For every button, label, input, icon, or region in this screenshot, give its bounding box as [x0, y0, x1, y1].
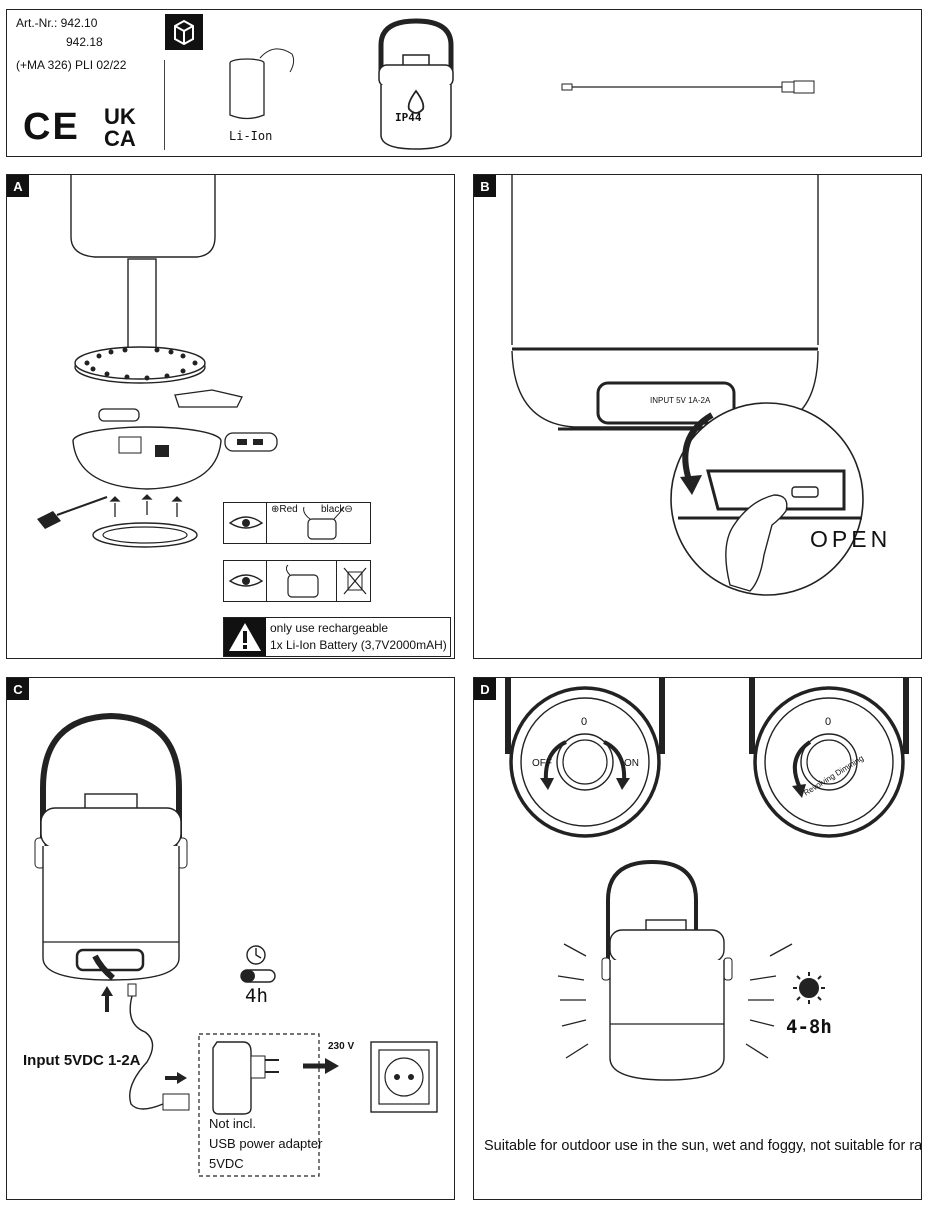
ma-line: (+MA 326) PLI 02/22	[16, 58, 127, 72]
sun-icon	[793, 972, 825, 1004]
charge-input-label: Input 5VDC 1-2A	[23, 1052, 141, 1069]
panel-b: B INPUT 5V 1A-2A OPEN	[473, 174, 922, 659]
off-label: OFF	[532, 758, 552, 769]
warning-icon	[224, 618, 266, 656]
warning-box: only use rechargeable 1x Li-Ion Battery …	[223, 617, 451, 657]
lantern-charging-illustration	[34, 712, 438, 1177]
dial-zero-left: 0	[581, 716, 588, 728]
open-label: OPEN	[810, 526, 892, 552]
on-label: ON	[624, 758, 639, 769]
battery-icon-small	[285, 564, 319, 598]
art-nr-second: 942.18	[66, 35, 103, 49]
adapter-line-1: Not incl.	[209, 1116, 256, 1131]
adapter-line-2: USB power adapter	[209, 1136, 323, 1151]
voltage-label: 230 V	[328, 1041, 355, 1052]
panel-c: C	[6, 677, 455, 1200]
battery-wire-icon	[303, 506, 345, 540]
panel-c-tag: C	[7, 678, 29, 700]
panel-d-tag: D	[474, 678, 496, 700]
charge-time: 4h	[245, 985, 268, 1007]
battery-label: Li-Ion	[229, 129, 273, 143]
polarity-box: ⊕Red black⊖	[223, 502, 371, 544]
red-label: ⊕Red	[271, 504, 298, 515]
ce-mark: CE	[23, 106, 80, 148]
warning-line-1: only use rechargeable	[270, 621, 389, 635]
disposal-box	[223, 560, 371, 602]
eye-icon	[228, 516, 264, 529]
panel-a-tag: A	[7, 175, 29, 197]
adapter-line-3: 5VDC	[209, 1156, 244, 1171]
header-divider	[164, 60, 165, 150]
suitability-text: Suitable for outdoor use in the sun, wet…	[484, 1138, 922, 1154]
crossed-bin-icon	[343, 567, 367, 595]
runtime-label: 4-8h	[786, 1016, 832, 1038]
battery-icon	[229, 48, 295, 120]
ip-rating: IP44	[395, 111, 422, 124]
base-illustration	[511, 175, 864, 596]
eye-icon-2	[228, 574, 264, 587]
lantern-icon	[378, 18, 454, 150]
dial-zero-right: 0	[825, 716, 832, 728]
ukca-top: UK	[104, 104, 136, 129]
dial-and-lantern-illustration	[505, 678, 909, 1081]
panel-b-tag: B	[474, 175, 496, 197]
panel-a: A	[6, 174, 455, 659]
black-label: black⊖	[321, 504, 353, 515]
panel-d: D	[473, 677, 922, 1200]
art-nr-label: Art.-Nr.: 942.10	[16, 16, 98, 30]
exploded-view-illustration	[37, 175, 278, 548]
header-box: Art.-Nr.: 942.10 942.18 (+MA 326) PLI 02…	[6, 9, 922, 157]
ukca-bottom: CA	[104, 126, 136, 151]
usb-cable-icon	[561, 80, 815, 94]
package-icon	[165, 14, 203, 50]
input-label: INPUT 5V 1A-2A	[650, 396, 711, 405]
warning-line-2: 1x Li-Ion Battery (3,7V2000mAH)	[270, 638, 447, 652]
